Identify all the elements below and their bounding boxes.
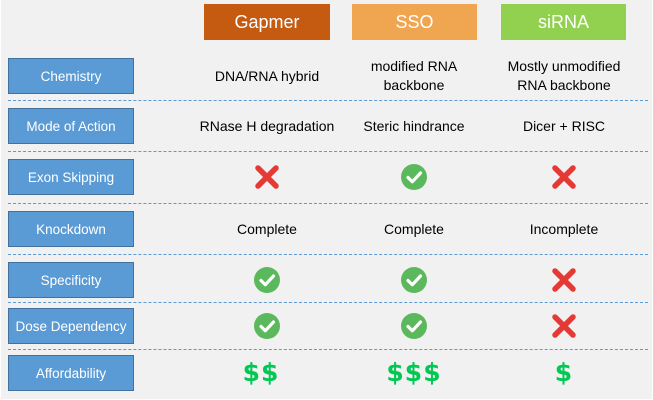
cell-mode-sirna: Dicer + RISC [522,117,606,134]
cell-specificity-sirna [489,262,639,298]
check-icon [254,267,280,293]
x-icon [255,165,279,189]
column-header-sso: SSO [352,4,477,40]
cell-exon-gapmer [192,159,342,195]
row-divider [8,254,648,255]
row-label-chemistry: Chemistry [8,58,134,94]
check-icon [254,313,280,339]
cell-dose-gapmer [192,308,342,344]
row-divider [8,203,648,204]
cell-chemistry-sso: modified RNA backbone [370,58,458,93]
cell-exon-sso [339,159,489,195]
cell-affordability-sso: $$$ [386,358,442,388]
cell-knockdown-sso: Complete [384,220,444,237]
row-label-affordability: Affordability [8,355,134,391]
cell-dose-sso [339,308,489,344]
row-divider [8,151,648,152]
cell-specificity-sso [339,262,489,298]
cell-chemistry-sirna: Mostly unmodified RNA backbone [507,58,621,93]
cell-exon-sirna [489,159,639,195]
cell-knockdown-sirna: Incomplete [529,220,599,237]
column-header-sirna: siRNA [501,4,626,40]
row-label-exon-skipping: Exon Skipping [8,159,134,195]
cell-dose-sirna [489,308,639,344]
x-icon [552,314,576,338]
column-header-gapmer: Gapmer [204,4,330,40]
check-icon [401,267,427,293]
cell-affordability-gapmer: $$ [242,358,280,388]
cell-affordability-sirna: $ [554,358,574,388]
cell-mode-gapmer: RNase H degradation [199,117,335,134]
row-label-mode-of-action: Mode of Action [8,108,134,144]
x-icon [552,268,576,292]
cell-knockdown-gapmer: Complete [237,220,297,237]
row-divider [8,302,648,303]
row-label-knockdown: Knockdown [8,211,134,247]
cell-specificity-gapmer [192,262,342,298]
row-label-dose-dependency: Dose Dependency [8,308,134,344]
cell-mode-sso: Steric hindrance [363,117,465,134]
row-divider [8,100,648,101]
check-icon [401,164,427,190]
cell-chemistry-gapmer: DNA/RNA hybrid [214,67,320,84]
row-divider [8,349,648,350]
x-icon [552,165,576,189]
check-icon [401,313,427,339]
row-label-specificity: Specificity [8,262,134,298]
